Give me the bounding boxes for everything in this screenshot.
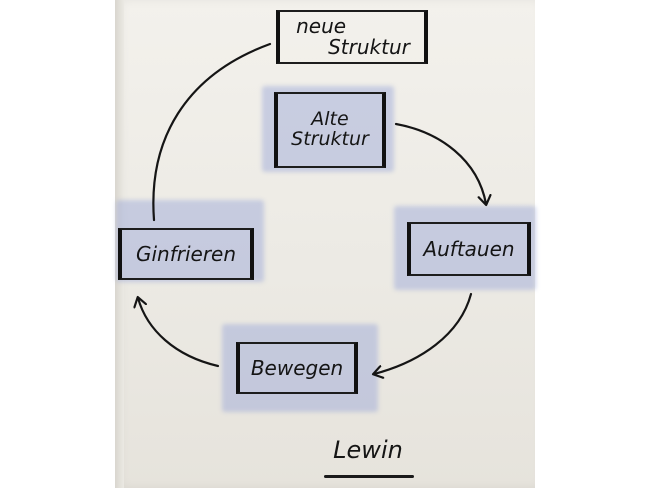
author-underline xyxy=(324,475,414,478)
highlight-bewegen xyxy=(222,324,378,412)
node-einfrieren-label: Ginfrieren xyxy=(135,241,237,266)
node-einfrieren: Ginfrieren xyxy=(118,228,254,280)
node-alte-struktur-line1: Alte xyxy=(311,108,349,131)
arrow-bewegen-to-einfrieren xyxy=(138,298,220,368)
highlight-auftauen xyxy=(394,206,536,290)
arrow-alte-to-auftauen xyxy=(394,122,486,204)
node-alte-struktur: Alte Struktur xyxy=(274,92,386,168)
arrow-auftauen-to-bewegen xyxy=(374,292,473,374)
arrow-einfrieren-to-neue-struktur xyxy=(152,42,272,222)
node-auftauen: Auftauen xyxy=(407,222,531,276)
node-neue-struktur-line1: neue xyxy=(296,14,347,38)
node-bewegen: Bewegen xyxy=(236,342,358,394)
node-auftauen-label: Auftauen xyxy=(423,236,515,261)
highlight-alte-struktur xyxy=(262,86,394,172)
author-label: Lewin xyxy=(333,436,403,464)
node-neue-struktur: neue Struktur xyxy=(276,10,428,64)
flipchart-paper xyxy=(115,0,535,488)
node-neue-struktur-line2: Struktur xyxy=(328,35,410,59)
highlight-einfrieren xyxy=(116,200,264,282)
node-alte-struktur-line2: Struktur xyxy=(291,128,369,150)
node-bewegen-label: Bewegen xyxy=(250,355,344,380)
